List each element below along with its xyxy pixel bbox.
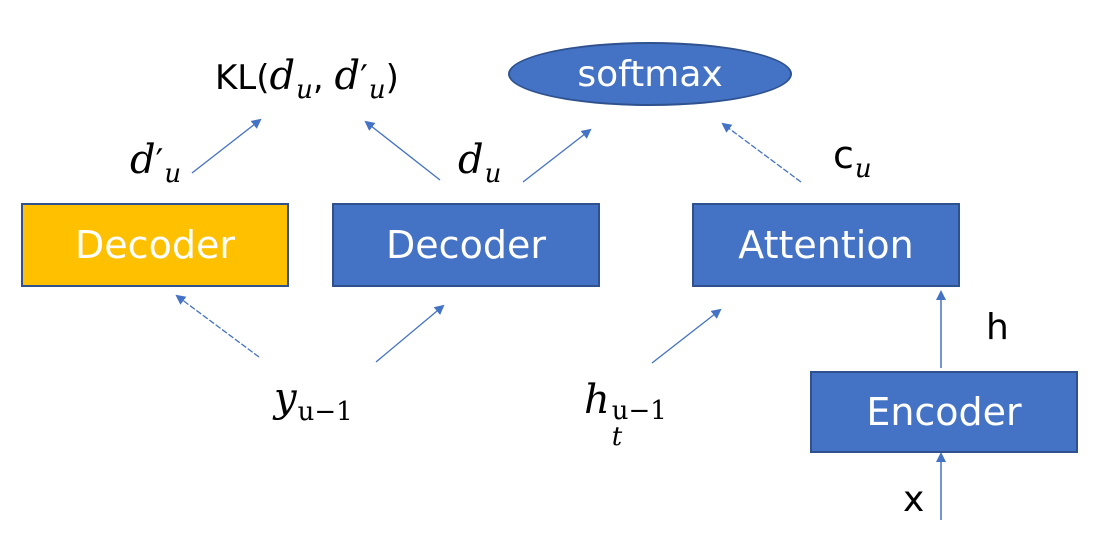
attention-box: Attention — [692, 203, 960, 287]
arrow-cu-to-softmax — [721, 122, 802, 183]
softmax-node: softmax — [508, 42, 792, 106]
ht-base: h — [584, 377, 610, 423]
decoder-gold-box: Decoder — [21, 203, 289, 287]
d-prime-u-label: d′u — [130, 140, 181, 187]
arrow-du-to-kl — [364, 120, 441, 181]
du-sub-u: u — [484, 159, 502, 190]
y-base: y — [274, 375, 297, 421]
dprime-prime: ′ — [155, 142, 164, 182]
kl-divergence-label: KL(du, d′u) — [215, 56, 399, 103]
kl-prime: ′ — [360, 58, 368, 98]
c-u-label: cu — [833, 136, 872, 182]
x-label: x — [903, 479, 925, 520]
kl-prefix: KL( — [215, 58, 270, 98]
dprime-d: d — [130, 137, 156, 183]
kl-close: ) — [385, 58, 399, 98]
arrow-dprime-to-kl — [191, 118, 262, 174]
encoder-box: Encoder — [810, 371, 1078, 453]
h-label: h — [986, 307, 1009, 348]
arrow-y-to-decoder-blue — [375, 304, 445, 363]
arrow-ht-to-attention — [651, 308, 722, 364]
kl-d: d — [269, 53, 296, 99]
arrow-y-to-decoder-gold — [175, 294, 260, 358]
d-u-label: du — [458, 140, 501, 187]
ht-sub: t — [611, 422, 623, 452]
decoder-blue-box: Decoder — [332, 203, 600, 287]
y-u-minus-1-label: yu−1 — [274, 378, 353, 425]
kl-sub-u2: u — [368, 75, 386, 106]
ht-sup: u−1 — [611, 396, 667, 426]
y-sub: u−1 — [297, 397, 353, 428]
kl-d2: d — [334, 53, 361, 99]
dprime-sub-u: u — [164, 159, 182, 190]
kl-comma: , — [312, 58, 335, 98]
arrow-du-to-softmax — [522, 128, 592, 183]
kl-sub-u1: u — [296, 75, 313, 106]
cu-c: c — [833, 133, 854, 177]
cu-sub-u: u — [854, 154, 872, 185]
du-d: d — [458, 137, 484, 183]
